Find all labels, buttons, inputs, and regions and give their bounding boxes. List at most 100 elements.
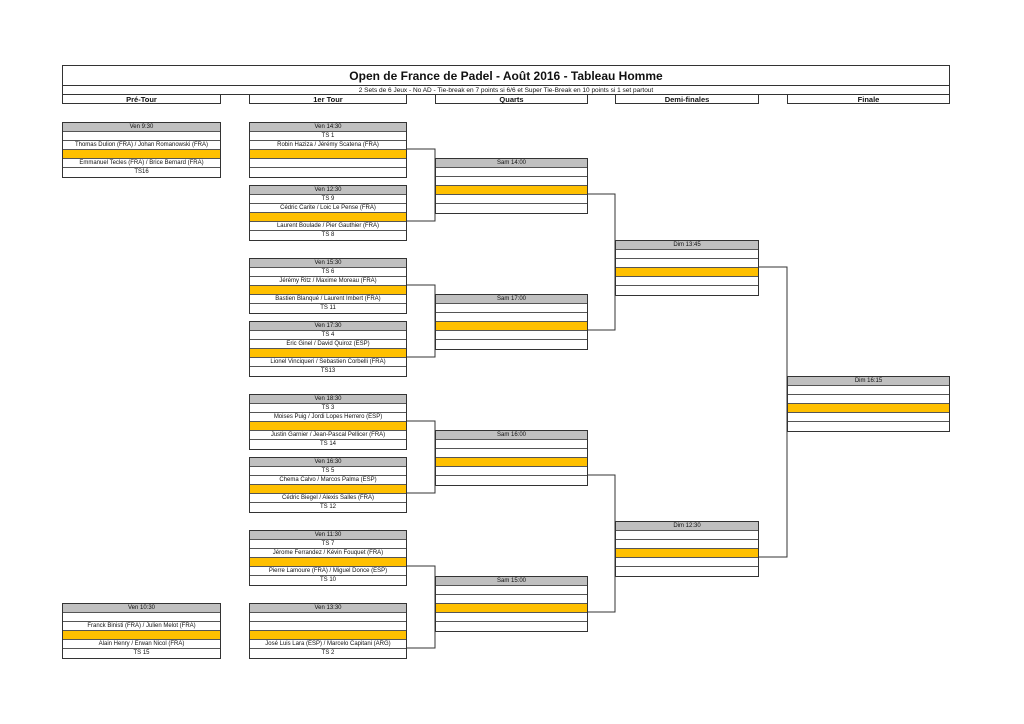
team-bottom: José Luis Lara (ESP) / Marcelo Capitani … <box>250 640 406 649</box>
team-top: Jérémy Ritz / Maxime Moreau (FRA) <box>250 277 406 286</box>
match-time: Ven 10:30 <box>63 604 220 613</box>
seed-bottom: TS 12 <box>250 503 406 512</box>
match-time: Ven 9:30 <box>63 123 220 132</box>
team-bottom <box>436 195 587 204</box>
team-top <box>788 395 949 404</box>
round-header-semis: Demi-finales <box>615 94 759 104</box>
match-block-semis: Dim 13:45 <box>615 240 759 296</box>
team-top <box>436 449 587 458</box>
seed-top: TS 9 <box>250 195 406 204</box>
winner-slot <box>616 549 758 558</box>
round-header-final: Finale <box>787 94 950 104</box>
seed-bottom <box>616 567 758 576</box>
seed-top <box>616 531 758 540</box>
team-bottom: Emmanuel Tecles (FRA) / Brice Bernard (F… <box>63 159 220 168</box>
seed-bottom: TS16 <box>63 168 220 177</box>
winner-slot <box>250 349 406 358</box>
team-top: Robin Haziza / Jérémy Scatena (FRA) <box>250 141 406 150</box>
seed-top <box>788 386 949 395</box>
seed-bottom <box>788 422 949 431</box>
match-time: Ven 15:30 <box>250 259 406 268</box>
seed-top: TS 6 <box>250 268 406 277</box>
match-time: Ven 17:30 <box>250 322 406 331</box>
connector <box>407 148 436 222</box>
seed-top <box>436 304 587 313</box>
match-block-quarters: Sam 16:00 <box>435 430 588 486</box>
round-header-pre-tour: Pré-Tour <box>62 94 221 104</box>
team-top <box>616 259 758 268</box>
winner-slot <box>250 213 406 222</box>
winner-slot <box>436 604 587 613</box>
winner-slot <box>250 422 406 431</box>
match-time: Sam 15:00 <box>436 577 587 586</box>
match-time: Ven 18:30 <box>250 395 406 404</box>
connector <box>588 193 616 331</box>
seed-bottom: TS13 <box>250 367 406 376</box>
team-top: Chema Calvo / Marcos Palma (ESP) <box>250 476 406 485</box>
winner-slot <box>436 458 587 467</box>
seed-bottom: TS 10 <box>250 576 406 585</box>
connector <box>759 266 788 558</box>
seed-top <box>616 250 758 259</box>
team-top <box>436 313 587 322</box>
seed-bottom <box>436 476 587 485</box>
winner-slot <box>63 631 220 640</box>
match-time: Ven 13:30 <box>250 604 406 613</box>
seed-top <box>63 132 220 141</box>
team-top <box>250 622 406 631</box>
winner-slot <box>250 631 406 640</box>
seed-bottom: TS 14 <box>250 440 406 449</box>
team-bottom <box>788 413 949 422</box>
connector <box>407 420 436 494</box>
winner-slot <box>436 322 587 331</box>
seed-bottom: TS 15 <box>63 649 220 658</box>
seed-top: TS 1 <box>250 132 406 141</box>
match-time: Ven 12:30 <box>250 186 406 195</box>
match-time: Dim 12:30 <box>616 522 758 531</box>
winner-slot <box>250 150 406 159</box>
connector <box>407 565 436 649</box>
team-bottom: Bastien Blanqué / Laurent Imbert (FRA) <box>250 295 406 304</box>
match-block-final: Dim 16:15 <box>787 376 950 432</box>
team-bottom <box>436 467 587 476</box>
winner-slot <box>436 186 587 195</box>
match-block-quarters: Sam 15:00 <box>435 576 588 632</box>
team-bottom <box>436 613 587 622</box>
winner-slot <box>250 558 406 567</box>
seed-top: TS 3 <box>250 404 406 413</box>
team-top <box>616 540 758 549</box>
seed-top <box>436 440 587 449</box>
team-bottom: Pierre Lamoure (FRA) / Miguel Donce (ESP… <box>250 567 406 576</box>
match-time: Ven 16:30 <box>250 458 406 467</box>
team-top: Moises Puig / Jordi Lopes Herrero (ESP) <box>250 413 406 422</box>
team-bottom: Alain Henry / Erwan Nicol (FRA) <box>63 640 220 649</box>
match-time: Dim 13:45 <box>616 241 758 250</box>
winner-slot <box>63 150 220 159</box>
round-header-quarters: Quarts <box>435 94 588 104</box>
connector <box>407 284 436 358</box>
team-top <box>436 177 587 186</box>
team-bottom: Cédric Biegel / Alexis Salles (FRA) <box>250 494 406 503</box>
seed-top <box>250 613 406 622</box>
team-top: Jérome Ferrandez / Kévin Fouquet (FRA) <box>250 549 406 558</box>
seed-bottom <box>616 286 758 295</box>
team-top: Franck Binisti (FRA) / Julien Melot (FRA… <box>63 622 220 631</box>
team-bottom <box>616 558 758 567</box>
team-top: Eric Ginel / David Quiroz (ESP) <box>250 340 406 349</box>
match-time: Ven 14:30 <box>250 123 406 132</box>
match-time: Sam 14:00 <box>436 159 587 168</box>
match-time: Sam 16:00 <box>436 431 587 440</box>
winner-slot <box>250 286 406 295</box>
seed-top <box>436 168 587 177</box>
match-time: Ven 11:30 <box>250 531 406 540</box>
seed-bottom: TS 11 <box>250 304 406 313</box>
